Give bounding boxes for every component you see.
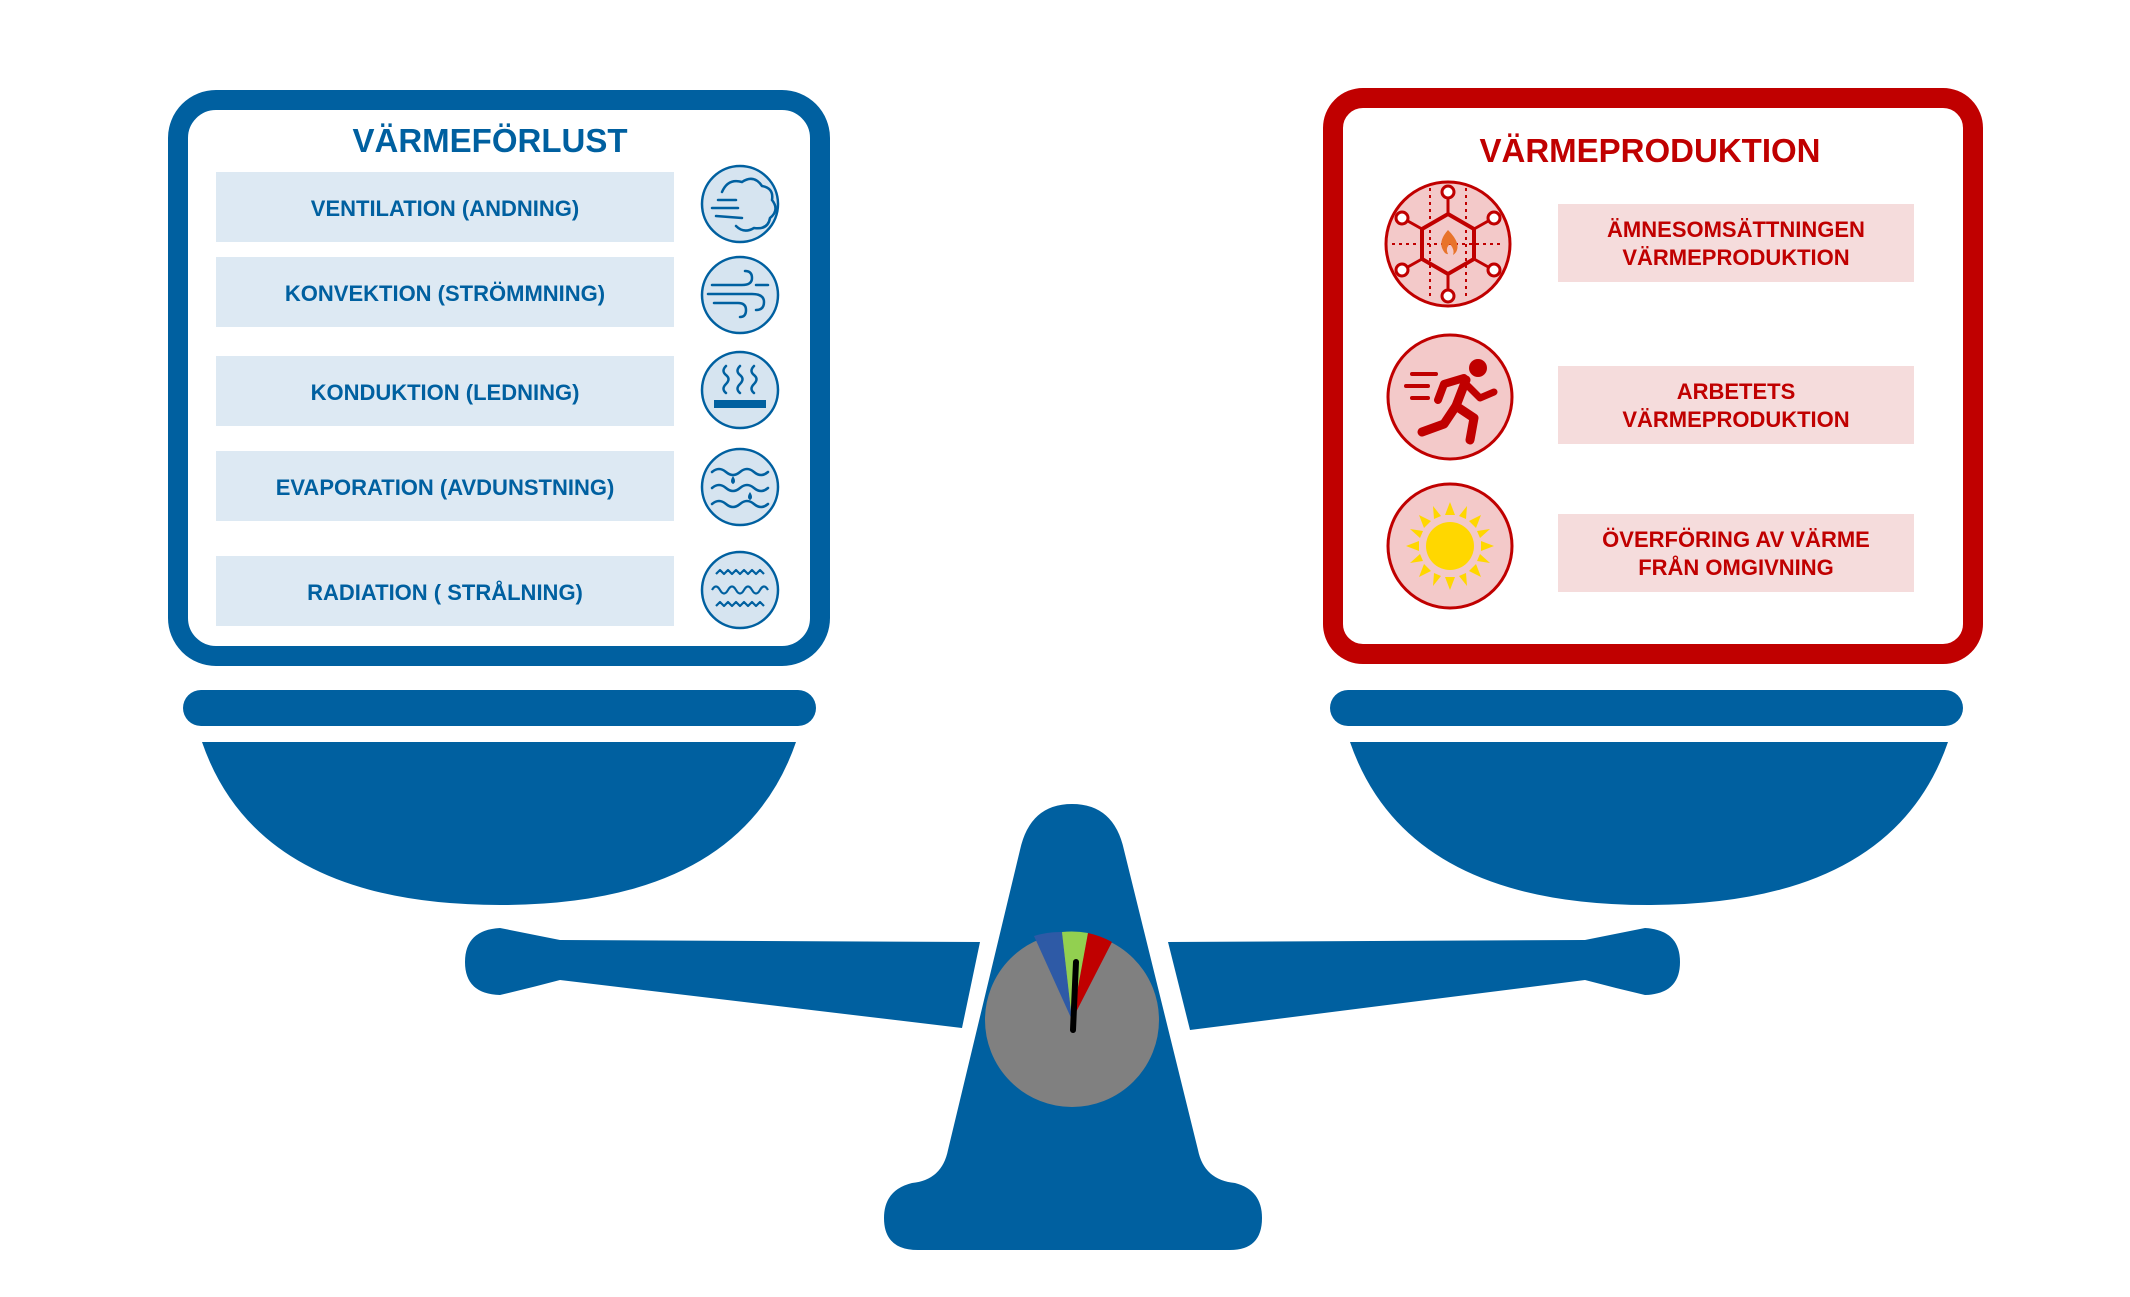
gauge-blue-zone — [1034, 931, 1072, 1020]
heat-production-panel: VÄRMEPRODUKTION ÄMNESOMSÄTTNINGEN VÄRMEP… — [1323, 88, 1983, 664]
gauge-red-zone — [1072, 933, 1112, 1020]
heat-production-title: VÄRMEPRODUKTION — [1479, 132, 1820, 169]
running-person-icon — [1386, 333, 1514, 461]
heat-loss-item-label: KONDUKTION (LEDNING) — [311, 380, 580, 405]
breath-icon — [700, 164, 780, 244]
heat-production-item-line1: ARBETETS — [1677, 379, 1796, 404]
heat-production-item-bg — [1558, 366, 1914, 444]
heat-production-item: ARBETETS VÄRMEPRODUKTION — [1386, 333, 1914, 461]
right-pan-bowl — [1350, 742, 1948, 905]
heat-production-item-line1: ÄMNESOMSÄTTNINGEN — [1607, 217, 1865, 242]
heat-loss-item: EVAPORATION (AVDUNSTNING) — [216, 447, 780, 527]
heat-loss-item: KONDUKTION (LEDNING) — [216, 350, 780, 430]
balance-scale — [183, 690, 1963, 1250]
heat-loss-item-bg — [216, 172, 674, 242]
left-pan-bar — [183, 690, 816, 726]
heat-loss-item: VENTILATION (ANDNING) — [216, 164, 780, 244]
heat-loss-item-label: VENTILATION (ANDNING) — [311, 196, 579, 221]
heat-loss-item-bg — [216, 257, 674, 327]
heat-loss-item-label: RADIATION ( STRÅLNING) — [307, 579, 583, 605]
beam-right-arm — [1168, 928, 1680, 1030]
heat-production-item: ÄMNESOMSÄTTNINGEN VÄRMEPRODUKTION — [1384, 180, 1914, 308]
evaporation-icon — [700, 447, 780, 527]
heat-loss-title: VÄRMEFÖRLUST — [353, 122, 628, 159]
heat-loss-item: RADIATION ( STRÅLNING) — [216, 550, 780, 630]
heat-loss-item-label: EVAPORATION (AVDUNSTNING) — [276, 475, 615, 500]
gauge-needle — [1070, 959, 1079, 1033]
beam-left-arm — [465, 928, 980, 1028]
heat-loss-item-bg — [216, 451, 674, 521]
heat-surface-icon — [700, 350, 780, 430]
right-pan-bar — [1330, 690, 1963, 726]
heat-production-item-bg — [1558, 514, 1914, 592]
heat-loss-item-label: KONVEKTION (STRÖMMNING) — [285, 281, 605, 306]
heat-production-item-bg — [1558, 204, 1914, 282]
heat-production-item-line1: ÖVERFÖRING AV VÄRME — [1602, 527, 1870, 552]
wind-icon — [700, 255, 780, 335]
heat-loss-item: KONVEKTION (STRÖMMNING) — [216, 255, 780, 335]
balance-gauge — [983, 931, 1161, 1109]
heat-production-item-line2: VÄRMEPRODUKTION — [1622, 245, 1849, 270]
heat-production-item: ÖVERFÖRING AV VÄRME FRÅN OMGIVNING — [1386, 482, 1914, 610]
heat-loss-panel: VÄRMEFÖRLUST VENTILATION (ANDNING) KONVE… — [168, 90, 830, 666]
heat-loss-item-bg — [216, 556, 674, 626]
metabolism-molecule-icon — [1384, 180, 1512, 308]
radiation-waves-icon — [700, 550, 780, 630]
heat-loss-item-bg — [216, 356, 674, 426]
heat-production-item-line2: VÄRMEPRODUKTION — [1622, 407, 1849, 432]
left-pan-bowl — [202, 742, 796, 905]
heat-production-item-line2: FRÅN OMGIVNING — [1638, 554, 1834, 580]
sun-icon — [1386, 482, 1514, 610]
